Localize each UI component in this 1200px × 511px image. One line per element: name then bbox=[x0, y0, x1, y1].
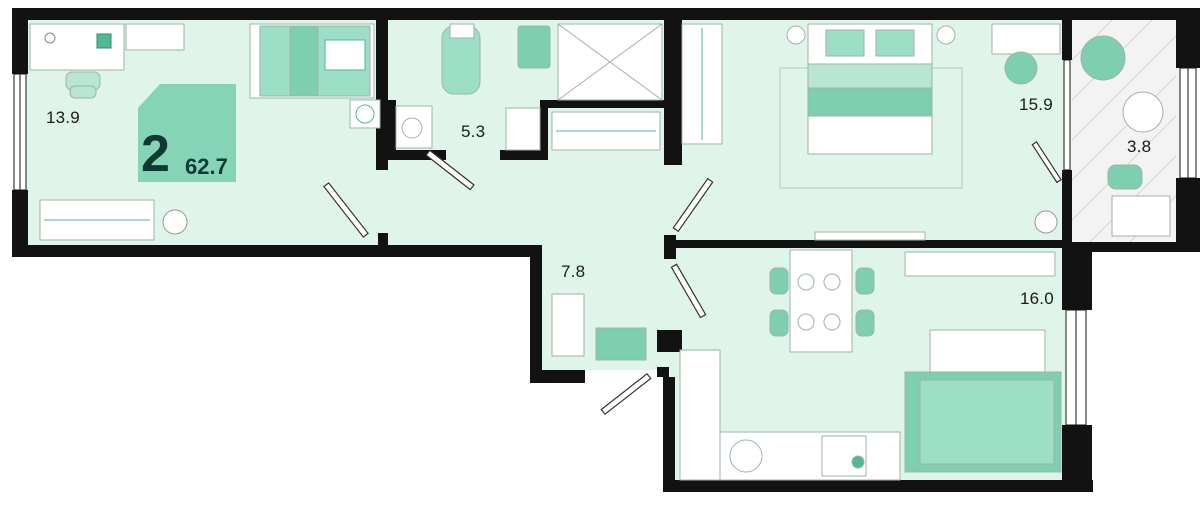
door-bathroom bbox=[425, 149, 475, 191]
kitchen-counter bbox=[679, 349, 721, 481]
bookshelf bbox=[125, 23, 185, 51]
walls bbox=[12, 8, 1200, 492]
stool bbox=[1004, 51, 1038, 85]
bedside-lamp-left bbox=[786, 25, 806, 45]
furniture-bedroom-left bbox=[29, 23, 381, 241]
sink bbox=[505, 107, 541, 151]
furniture-bedroom-right bbox=[681, 23, 1061, 241]
area-label-bedroom-right: 15.9 bbox=[1019, 95, 1053, 114]
bath-mat bbox=[517, 25, 551, 69]
doors bbox=[323, 141, 1062, 416]
dresser bbox=[991, 23, 1061, 55]
area-label-bathroom: 5.3 bbox=[461, 122, 486, 141]
furniture-hallway bbox=[551, 293, 647, 361]
bedside-lamp-right bbox=[936, 25, 956, 45]
total-area-label: 62.7 bbox=[185, 154, 228, 179]
door-kitchen bbox=[670, 263, 707, 319]
door-bedroom-left bbox=[323, 182, 369, 238]
area-label-kitchen: 16.0 bbox=[1020, 289, 1054, 308]
balcony-chair bbox=[1107, 164, 1143, 190]
rooms-badge bbox=[138, 84, 236, 182]
balcony-armchair bbox=[1080, 35, 1126, 81]
plant-left bbox=[162, 209, 188, 235]
room-count-label: 2 bbox=[141, 125, 170, 183]
hall-mat bbox=[595, 327, 647, 361]
kitchen-sink bbox=[729, 439, 763, 473]
shoe-rack bbox=[551, 293, 585, 357]
area-label-hallway: 7.8 bbox=[561, 262, 586, 281]
area-label-bedroom-left: 13.9 bbox=[46, 108, 80, 127]
floor-corridor bbox=[380, 162, 670, 252]
plant-right bbox=[1034, 210, 1058, 234]
furniture-bathroom bbox=[395, 23, 663, 151]
furniture-kitchen bbox=[679, 249, 1062, 481]
window-balcony-door bbox=[1063, 59, 1071, 171]
balcony-box bbox=[1111, 195, 1171, 237]
door-entrance bbox=[600, 372, 652, 416]
kitchen-tv bbox=[904, 251, 1056, 277]
dining-table bbox=[789, 249, 853, 353]
area-label-balcony: 3.8 bbox=[1127, 137, 1152, 156]
windows bbox=[13, 59, 1197, 426]
furniture-balcony bbox=[1080, 35, 1171, 237]
door-bedroom-right bbox=[672, 177, 714, 233]
door-balcony bbox=[1031, 141, 1062, 184]
balcony-table bbox=[1122, 91, 1164, 133]
tv-unit bbox=[814, 231, 926, 241]
